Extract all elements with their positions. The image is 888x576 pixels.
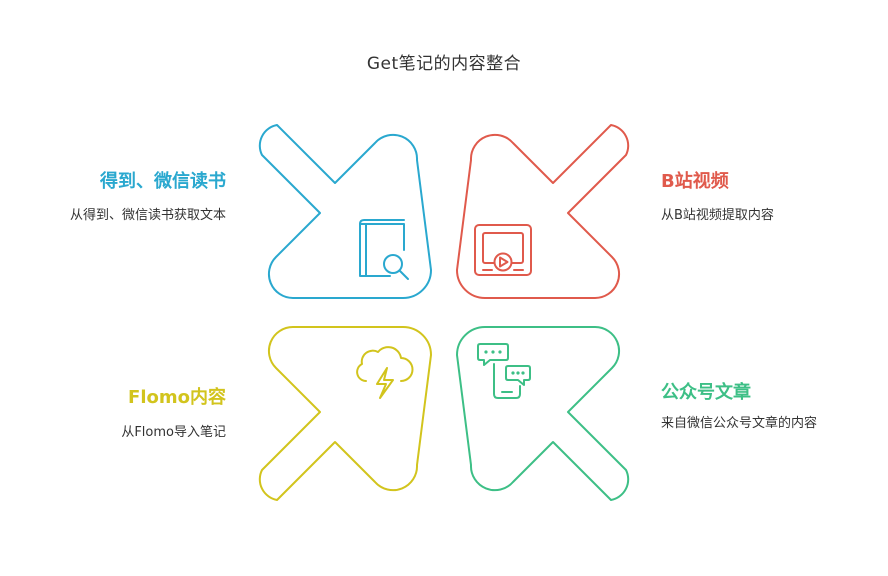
source-label-flomo: Flomo内容 [128, 387, 226, 408]
video-player-icon [474, 224, 532, 276]
source-label-wechat: 公众号文章 [661, 382, 751, 403]
source-label-bilibili: B站视频 [661, 171, 729, 192]
cloud-lightning-icon [356, 346, 414, 399]
arrow-top-left [258, 124, 432, 300]
source-desc-flomo: 从Flomo导入笔记 [121, 425, 226, 440]
arrow-bottom-right [456, 325, 630, 501]
source-desc-wechat: 来自微信公众号文章的内容 [661, 416, 818, 431]
arrow-bottom-left [258, 325, 432, 501]
phone-chat-icon [477, 343, 531, 399]
source-desc-dedao: 从得到、微信读书获取文本 [69, 208, 226, 223]
source-label-dedao: 得到、微信读书 [100, 171, 226, 192]
source-desc-bilibili: 从B站视频提取内容 [661, 208, 774, 223]
book-search-icon [359, 219, 409, 280]
arrow-top-right [456, 124, 630, 300]
diagram-title: Get笔记的内容整合 [366, 54, 522, 74]
